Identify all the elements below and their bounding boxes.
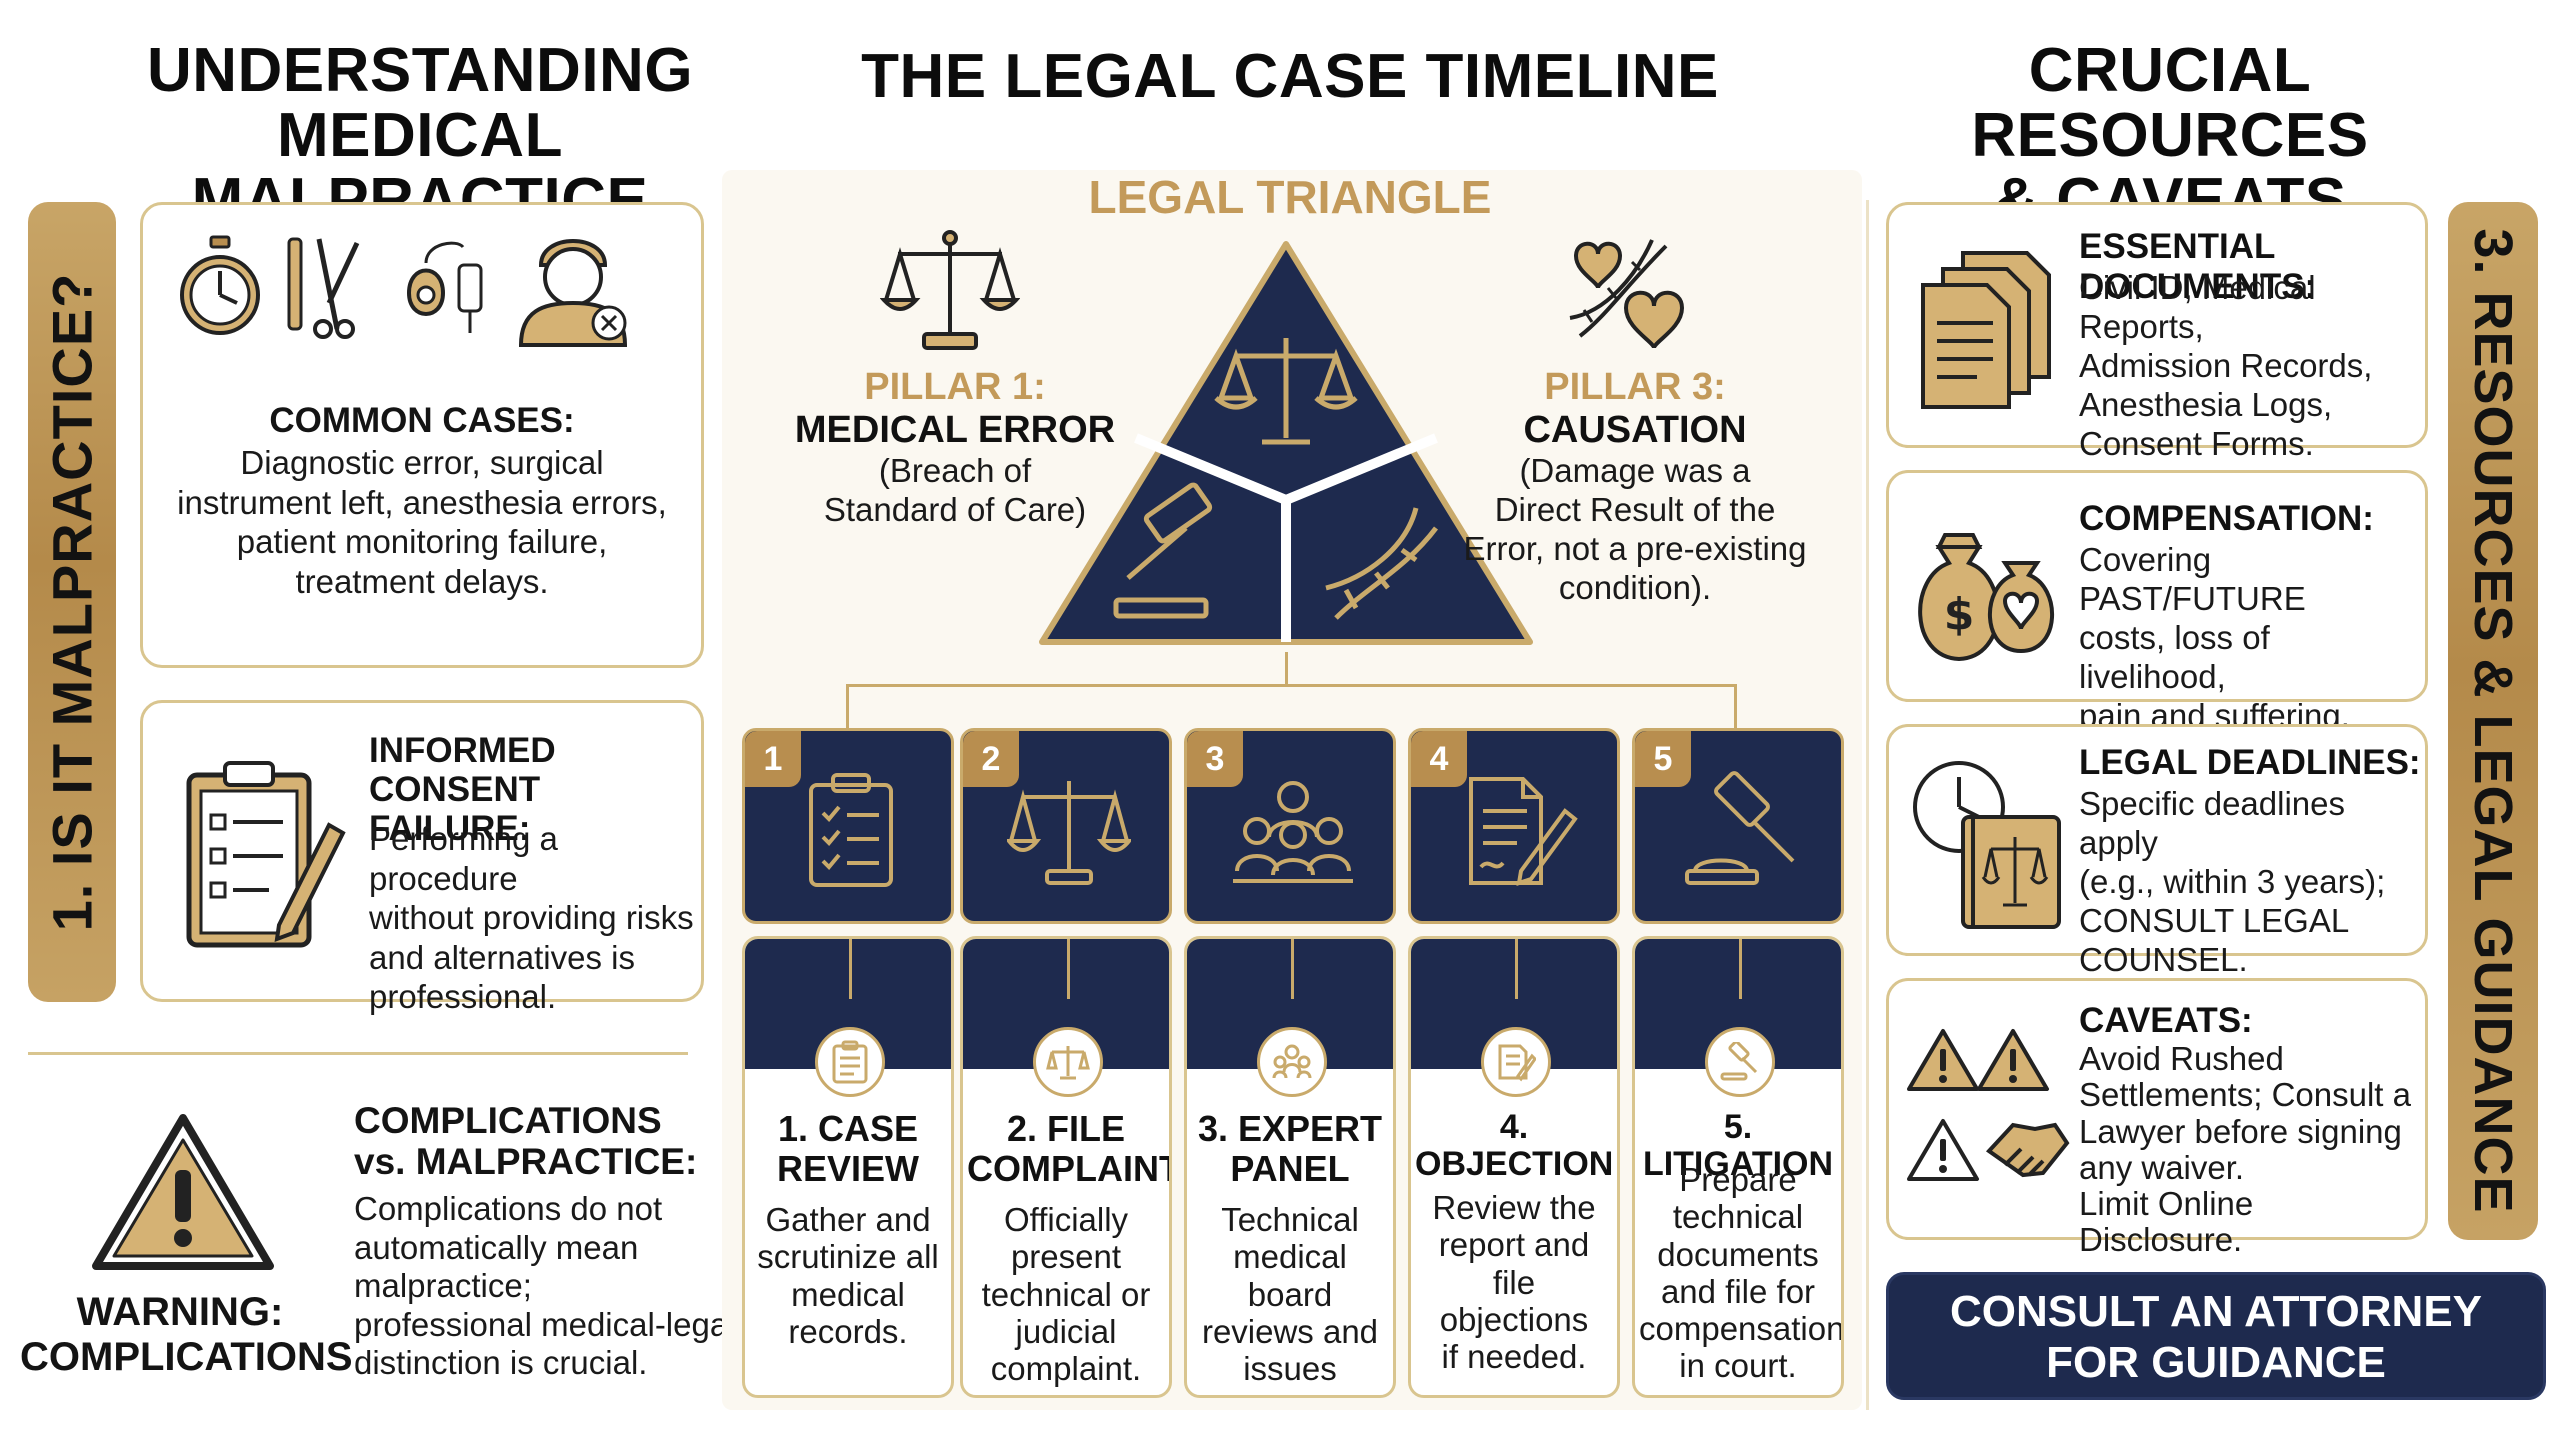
step-2-detail: 2. FILE COMPLAINT Officially present tec… xyxy=(960,936,1172,1398)
warning-triangle-icon xyxy=(92,1114,274,1270)
step-2-card: 2 xyxy=(960,728,1172,924)
caveats-card: CAVEATS: Avoid Rushed Settlements; Consu… xyxy=(1886,978,2428,1258)
step-2-desc: Officially present technical or judicial… xyxy=(981,1201,1151,1388)
caveats-text: Avoid Rushed Settlements; Consult a Lawy… xyxy=(2079,1040,2411,1259)
scales-icon xyxy=(1007,781,1131,885)
essential-documents-card: ESSENTIAL DOCUMENTS: Civil ID, Medical R… xyxy=(1886,202,2428,462)
svg-text:$: $ xyxy=(1944,589,1975,640)
step-1-small-icon xyxy=(815,1027,885,1097)
consult-attorney-button[interactable]: CONSULT AN ATTORNEY FOR GUIDANCE xyxy=(1886,1272,2546,1400)
legal-triangle-label: LEGAL TRIANGLE xyxy=(1088,171,1492,223)
hearts-dna-icon xyxy=(1569,239,1685,349)
gavel-icon xyxy=(1685,771,1795,885)
step-1-detail: 1. CASE REVIEW Gather and scrutinize all… xyxy=(742,936,954,1398)
step-1-number: 1 xyxy=(745,731,801,787)
step-5-card: 5 xyxy=(1632,728,1844,924)
pillar-1: PILLAR 1: MEDICAL ERROR (Breach of Stand… xyxy=(780,366,1130,530)
experts-icon xyxy=(1233,781,1353,883)
warning-handshake-icon xyxy=(1907,1029,2070,1181)
pillar-3-desc: (Damage was a Direct Result of the Error… xyxy=(1463,452,1807,606)
right-header: CRUCIAL RESOURCES & CAVEATS xyxy=(1971,36,2369,236)
pillar-3-name: CAUSATION xyxy=(1523,409,1747,451)
center-header: THE LEGAL CASE TIMELINE xyxy=(861,42,1719,111)
left-divider xyxy=(28,1052,688,1055)
connector-vertical xyxy=(1285,652,1288,686)
iv-bag-icon xyxy=(406,241,483,333)
step-5-small-icon xyxy=(1705,1027,1775,1097)
common-cases-card: COMMON CASES: Diagnostic error, surgical… xyxy=(140,202,704,668)
legal-deadlines-title: LEGAL DEADLINES: xyxy=(2079,743,2421,782)
clipboard-icon xyxy=(809,773,893,887)
compensation-card: $ COMPENSATION: Covering PAST/FUTURE cos… xyxy=(1886,470,2428,734)
essential-documents-text: Civil ID, Medical Reports, Admission Rec… xyxy=(2079,269,2373,462)
connector-drop-5 xyxy=(1734,684,1737,730)
step-2-small-icon xyxy=(1033,1027,1103,1097)
compensation-title: COMPENSATION: xyxy=(2079,499,2374,538)
step-4-small-icon xyxy=(1481,1027,1551,1097)
informed-consent-text: Performing a procedure without providing… xyxy=(369,820,694,1016)
stopwatch-icon xyxy=(180,235,260,335)
step-3-card: 3 xyxy=(1184,728,1396,924)
step-4-detail: 4. OBJECTION Review the report and file … xyxy=(1408,936,1620,1398)
step-2-number: 2 xyxy=(963,731,1019,787)
legal-deadlines-card: LEGAL DEADLINES: Specific deadlines appl… xyxy=(1886,724,2428,978)
money-bags-icon: $ xyxy=(1918,533,2054,662)
common-cases-title: COMMON CASES: xyxy=(269,401,575,440)
step-4-desc: Review the report and file objections if… xyxy=(1432,1189,1596,1376)
document-pen-icon xyxy=(1469,777,1578,886)
step-2-title: 2. FILE COMPLAINT xyxy=(967,1108,1172,1189)
step-5-title: 5. LITIGATION xyxy=(1642,1108,1834,1184)
right-divider xyxy=(1866,200,1869,1410)
step-4-number: 4 xyxy=(1411,731,1467,787)
pillar-3-number: PILLAR 3: xyxy=(1544,366,1726,408)
step-3-title: 3. EXPERT PANEL xyxy=(1197,1108,1383,1189)
legal-triangle xyxy=(1039,241,1533,645)
step-4-title: 4. OBJECTION xyxy=(1415,1108,1614,1184)
step-3-desc: Technical medical board reviews and issu… xyxy=(1201,1201,1379,1395)
pillar-1-number: PILLAR 1: xyxy=(864,366,1046,408)
left-section-band: 1. IS IT MALPRACTICE? xyxy=(28,202,116,1002)
right-section-band: 3. RESOURCES & LEGAL GUIDANCE xyxy=(2448,202,2538,1240)
pillar-1-desc: (Breach of Standard of Care) xyxy=(823,452,1087,528)
complications-text: Complications do not automatically mean … xyxy=(354,1190,736,1382)
left-section-band-label: 1. IS IT MALPRACTICE? xyxy=(40,272,104,932)
pillar-3: PILLAR 3: CAUSATION (Damage was a Direct… xyxy=(1460,366,1810,608)
warning-label: WARNING: COMPLICATIONS xyxy=(20,1290,353,1379)
step-1-desc: Gather and scrutinize all medical record… xyxy=(757,1201,939,1350)
scales-of-justice-icon xyxy=(880,230,1020,350)
connector-drop-1 xyxy=(846,684,849,730)
step-5-detail: 5. LITIGATION Prepare technical document… xyxy=(1632,936,1844,1398)
connector-horizontal xyxy=(846,684,1736,687)
step-5-desc: Prepare technical documents and file for… xyxy=(1639,1161,1844,1385)
step-3-number: 3 xyxy=(1187,731,1243,787)
pillar-1-name: MEDICAL ERROR xyxy=(794,409,1116,451)
step-1-title: 1. CASE REVIEW xyxy=(776,1108,919,1189)
step-1-card: 1 xyxy=(742,728,954,924)
common-cases-text: Diagnostic error, surgical instrument le… xyxy=(177,444,667,600)
compensation-text: Covering PAST/FUTURE costs, loss of live… xyxy=(2079,541,2350,734)
essential-documents-title: ESSENTIAL DOCUMENTS: xyxy=(2079,227,2317,306)
complications-title: COMPLICATIONS vs. MALPRACTICE: xyxy=(354,1100,698,1183)
documents-icon xyxy=(1921,251,2051,409)
informed-consent-card: INFORMED CONSENT FAILURE: Performing a p… xyxy=(140,700,704,1015)
informed-consent-title: INFORMED CONSENT FAILURE: xyxy=(369,731,556,849)
legal-deadlines-text: Specific deadlines apply (e.g., within 3… xyxy=(2079,785,2386,978)
step-3-detail: 3. EXPERT PANEL Technical medical board … xyxy=(1184,936,1396,1398)
doctor-x-icon xyxy=(518,239,628,347)
step-3-small-icon xyxy=(1257,1027,1327,1097)
step-5-number: 5 xyxy=(1635,731,1691,787)
clock-law-book-icon xyxy=(1913,761,2061,929)
caveats-title: CAVEATS: xyxy=(2079,1001,2253,1040)
step-4-card: 4 xyxy=(1408,728,1620,924)
clipboard-checklist-icon xyxy=(186,761,346,948)
right-section-band-label: 3. RESOURCES & LEGAL GUIDANCE xyxy=(2463,228,2523,1214)
surgical-tools-icon xyxy=(287,237,360,339)
